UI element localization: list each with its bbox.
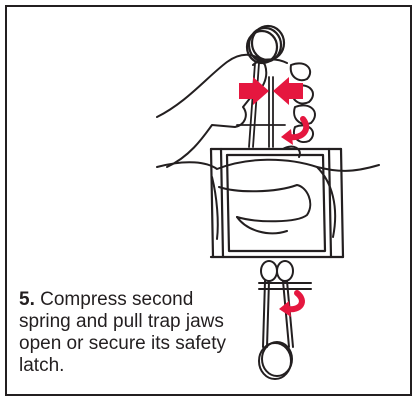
curved-arrow-head	[281, 129, 293, 145]
arrow-left-icon	[273, 77, 303, 105]
lower-spring	[259, 261, 311, 379]
upper-hand	[157, 55, 315, 167]
top-spring-coil	[247, 26, 284, 63]
instruction-panel: 5. Compress second spring and pull trap …	[5, 5, 412, 396]
step-number: 5.	[19, 289, 35, 310]
lower-hand	[157, 160, 379, 239]
step-text: Compress second spring and pull trap jaw…	[19, 289, 226, 376]
instruction-caption: 5. Compress second spring and pull trap …	[19, 289, 249, 377]
